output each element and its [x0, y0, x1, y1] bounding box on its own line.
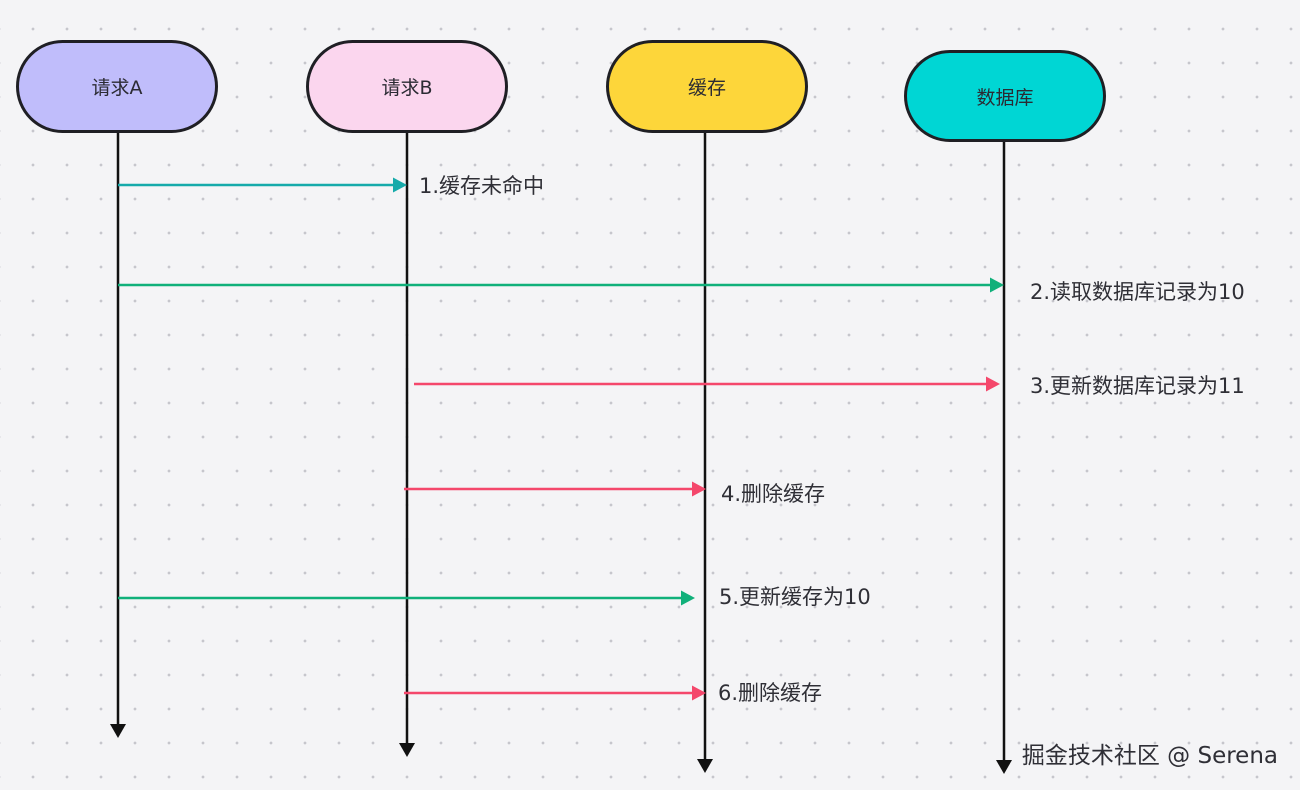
message-arrowhead-4 — [692, 481, 706, 497]
participant-label: 请求A — [91, 77, 143, 99]
message-label-read-db: 2.读取数据库记录为10 — [1030, 280, 1245, 304]
lifeline-arrowhead-cache — [697, 759, 713, 773]
message-arrowhead-2 — [990, 277, 1004, 293]
message-arrowhead-3 — [986, 376, 1000, 392]
watermark: 掘金技术社区 @ Serena — [1021, 743, 1278, 769]
message-arrowhead-5 — [681, 590, 695, 606]
participant-request-a: 请求A — [16, 40, 218, 133]
participant-label: 缓存 — [687, 77, 726, 99]
message-label-update-cache: 5.更新缓存为10 — [719, 585, 871, 609]
lifeline-arrowhead-req-a — [110, 724, 126, 738]
participant-request-b: 请求B — [306, 40, 508, 133]
message-arrowhead-6 — [692, 685, 706, 701]
message-label-delete-cache: 4.删除缓存 — [721, 482, 826, 506]
lifeline-arrowhead-req-b — [399, 743, 415, 757]
message-label-delete-cache-again: 6.删除缓存 — [718, 681, 823, 705]
participant-database: 数据库 — [904, 50, 1106, 142]
message-arrowhead-1 — [393, 177, 407, 193]
lifeline-arrowhead-db — [996, 760, 1012, 774]
participant-label: 数据库 — [976, 86, 1034, 109]
message-label-update-db: 3.更新数据库记录为11 — [1030, 374, 1245, 398]
participant-label: 请求B — [381, 77, 433, 99]
message-label-cache-miss: 1.缓存未命中 — [419, 174, 545, 198]
participant-cache: 缓存 — [606, 40, 808, 133]
